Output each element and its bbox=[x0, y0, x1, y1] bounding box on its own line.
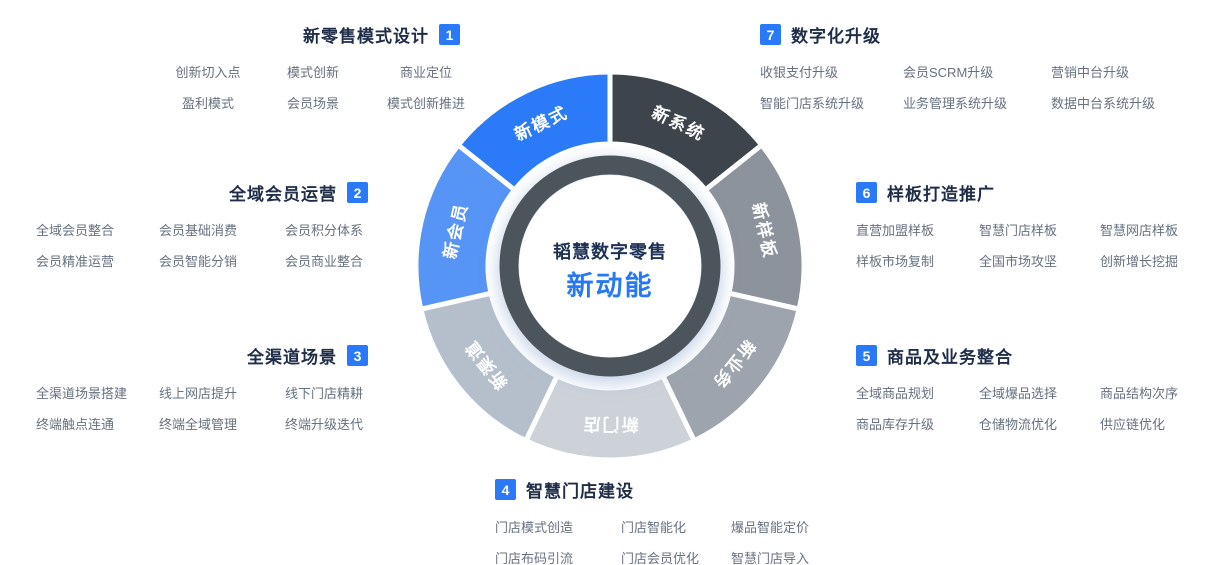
center-title: 韬慧数字零售 bbox=[553, 241, 667, 262]
section-1-item: 模式创新 bbox=[286, 65, 339, 80]
section-1-title: 新零售模式设计 bbox=[303, 27, 429, 46]
section-7-item: 数据中台系统升级 bbox=[1051, 96, 1156, 111]
section-6-items: 直营加盟样板 智慧门店样板 智慧网店样板 样板市场复制 全国市场攻坚 创新增长挖… bbox=[856, 220, 1188, 270]
section-2-item: 会员精准运营 bbox=[36, 254, 115, 269]
wheel-segment-1 bbox=[607, 69, 765, 193]
section-4-item: 门店会员优化 bbox=[621, 551, 700, 565]
section-2-title: 全域会员运营 bbox=[229, 185, 337, 204]
section-6-item: 智慧门店样板 bbox=[979, 223, 1058, 238]
section-6-item: 直营加盟样板 bbox=[856, 223, 935, 238]
section-2-item: 会员基础消费 bbox=[159, 223, 238, 238]
section-1-item: 商业定位 bbox=[399, 65, 452, 80]
section-7-title: 数字化升级 bbox=[791, 27, 881, 46]
section-2-item: 会员智能分销 bbox=[159, 254, 238, 269]
section-6-item: 全国市场攻坚 bbox=[979, 254, 1058, 269]
section-smart-store-construction: 4 智慧门店建设 门店模式创造 门店智能化 爆品智能定价 门店布码引流 门店会员… bbox=[495, 477, 827, 565]
section-5-items: 全域商品规划 全域爆品选择 商品结构次序 商品库存升级 仓储物流优化 供应链优化 bbox=[856, 383, 1188, 433]
section-4-item: 爆品智能定价 bbox=[731, 520, 810, 535]
section-6-title: 样板打造推广 bbox=[887, 185, 995, 204]
center-ring bbox=[499, 155, 721, 377]
section-4-header: 4 智慧门店建设 bbox=[495, 477, 827, 502]
wheel-segment-label-4: 新门店 bbox=[582, 415, 639, 435]
wheel-segment-6 bbox=[413, 142, 518, 312]
section-3-item: 线上网店提升 bbox=[159, 386, 238, 401]
wheel-segment-4 bbox=[523, 373, 697, 463]
section-6-item: 创新增长挖掘 bbox=[1100, 254, 1179, 269]
section-6-item: 智慧网店样板 bbox=[1100, 223, 1179, 238]
section-3-number-badge: 3 bbox=[347, 345, 368, 366]
section-5-item: 商品库存升级 bbox=[856, 417, 935, 432]
section-template-promotion: 6 样板打造推广 直营加盟样板 智慧门店样板 智慧网店样板 样板市场复制 全国市… bbox=[856, 180, 1188, 270]
section-4-items: 门店模式创造 门店智能化 爆品智能定价 门店布码引流 门店会员优化 智慧门店导入 bbox=[495, 517, 827, 565]
section-4-item: 门店智能化 bbox=[621, 520, 687, 535]
section-1-item: 盈利模式 bbox=[181, 96, 234, 111]
section-2-item: 会员商业整合 bbox=[285, 254, 364, 269]
section-1-item: 会员场景 bbox=[286, 96, 339, 111]
section-5-title: 商品及业务整合 bbox=[887, 348, 1013, 367]
section-2-header: 全域会员运营 2 bbox=[36, 180, 368, 205]
section-5-item: 全域商品规划 bbox=[856, 386, 935, 401]
wheel-diagram: 新系统新样板新业务新门店新渠道新会员新模式 韬慧数字零售 新动能 bbox=[410, 66, 810, 466]
section-3-item: 终端升级迭代 bbox=[285, 417, 364, 432]
section-5-header: 5 商品及业务整合 bbox=[856, 343, 1188, 368]
section-7-item: 智能门店系统升级 bbox=[760, 96, 865, 111]
section-omnichannel-scene: 全渠道场景 3 全渠道场景搭建 线上网店提升 线下门店精耕 终端触点连通 终端全… bbox=[36, 343, 368, 433]
section-3-title: 全渠道场景 bbox=[247, 348, 337, 367]
section-2-item: 全域会员整合 bbox=[36, 223, 115, 238]
section-2-items: 全域会员整合 会员基础消费 会员积分体系 会员精准运营 会员智能分销 会员商业整… bbox=[36, 220, 368, 270]
section-1-header: 新零售模式设计 1 bbox=[160, 22, 460, 47]
section-digital-upgrade: 7 数字化升级 收银支付升级 会员SCRM升级 营销中台升级 智能门店系统升级 … bbox=[760, 22, 1190, 112]
section-4-item: 门店模式创造 bbox=[495, 520, 574, 535]
section-3-item: 终端触点连通 bbox=[36, 417, 115, 432]
section-5-item: 全域爆品选择 bbox=[979, 386, 1058, 401]
section-7-items: 收银支付升级 会员SCRM升级 营销中台升级 智能门店系统升级 业务管理系统升级… bbox=[760, 62, 1190, 112]
section-5-item: 供应链优化 bbox=[1100, 417, 1166, 432]
section-3-item: 线下门店精耕 bbox=[285, 386, 364, 401]
section-1-item: 模式创新推进 bbox=[386, 96, 465, 111]
section-3-items: 全渠道场景搭建 线上网店提升 线下门店精耕 终端触点连通 终端全域管理 终端升级… bbox=[36, 383, 368, 433]
section-6-number-badge: 6 bbox=[856, 182, 877, 203]
section-4-item: 门店布码引流 bbox=[495, 551, 574, 565]
wheel-segment-5 bbox=[418, 290, 560, 444]
section-1-items: 创新切入点 模式创新 商业定位 盈利模式 会员场景 模式创新推进 bbox=[160, 62, 465, 112]
section-2-number-badge: 2 bbox=[347, 182, 368, 203]
section-5-item: 商品结构次序 bbox=[1100, 386, 1179, 401]
section-4-title: 智慧门店建设 bbox=[526, 482, 634, 501]
section-7-item: 收银支付升级 bbox=[760, 65, 839, 80]
center-subtitle: 新动能 bbox=[567, 270, 654, 301]
section-member-operation: 全域会员运营 2 全域会员整合 会员基础消费 会员积分体系 会员精准运营 会员智… bbox=[36, 180, 368, 270]
section-1-number-badge: 1 bbox=[439, 24, 460, 45]
section-4-number-badge: 4 bbox=[495, 479, 516, 500]
section-new-retail-model-design: 新零售模式设计 1 创新切入点 模式创新 商业定位 盈利模式 会员场景 模式创新… bbox=[160, 22, 465, 112]
section-2-item: 会员积分体系 bbox=[285, 223, 364, 238]
section-7-item: 会员SCRM升级 bbox=[903, 65, 994, 80]
wheel-segment-2 bbox=[702, 142, 807, 312]
section-6-header: 6 样板打造推广 bbox=[856, 180, 1188, 205]
wheel-segment-3 bbox=[660, 290, 802, 444]
section-7-item: 业务管理系统升级 bbox=[903, 96, 1008, 111]
center-circle bbox=[519, 175, 701, 357]
section-7-item: 营销中台升级 bbox=[1051, 65, 1130, 80]
section-3-item: 终端全域管理 bbox=[159, 417, 238, 432]
section-3-header: 全渠道场景 3 bbox=[36, 343, 368, 368]
section-7-header: 7 数字化升级 bbox=[760, 22, 1190, 47]
section-goods-business-integration: 5 商品及业务整合 全域商品规划 全域爆品选择 商品结构次序 商品库存升级 仓储… bbox=[856, 343, 1188, 433]
section-5-number-badge: 5 bbox=[856, 345, 877, 366]
section-1-item: 创新切入点 bbox=[175, 65, 241, 80]
section-7-number-badge: 7 bbox=[760, 24, 781, 45]
wheel-segment-7 bbox=[455, 69, 613, 193]
section-5-item: 仓储物流优化 bbox=[979, 417, 1058, 432]
section-3-item: 全渠道场景搭建 bbox=[36, 386, 128, 401]
section-6-item: 样板市场复制 bbox=[856, 254, 935, 269]
section-4-item: 智慧门店导入 bbox=[731, 551, 810, 565]
